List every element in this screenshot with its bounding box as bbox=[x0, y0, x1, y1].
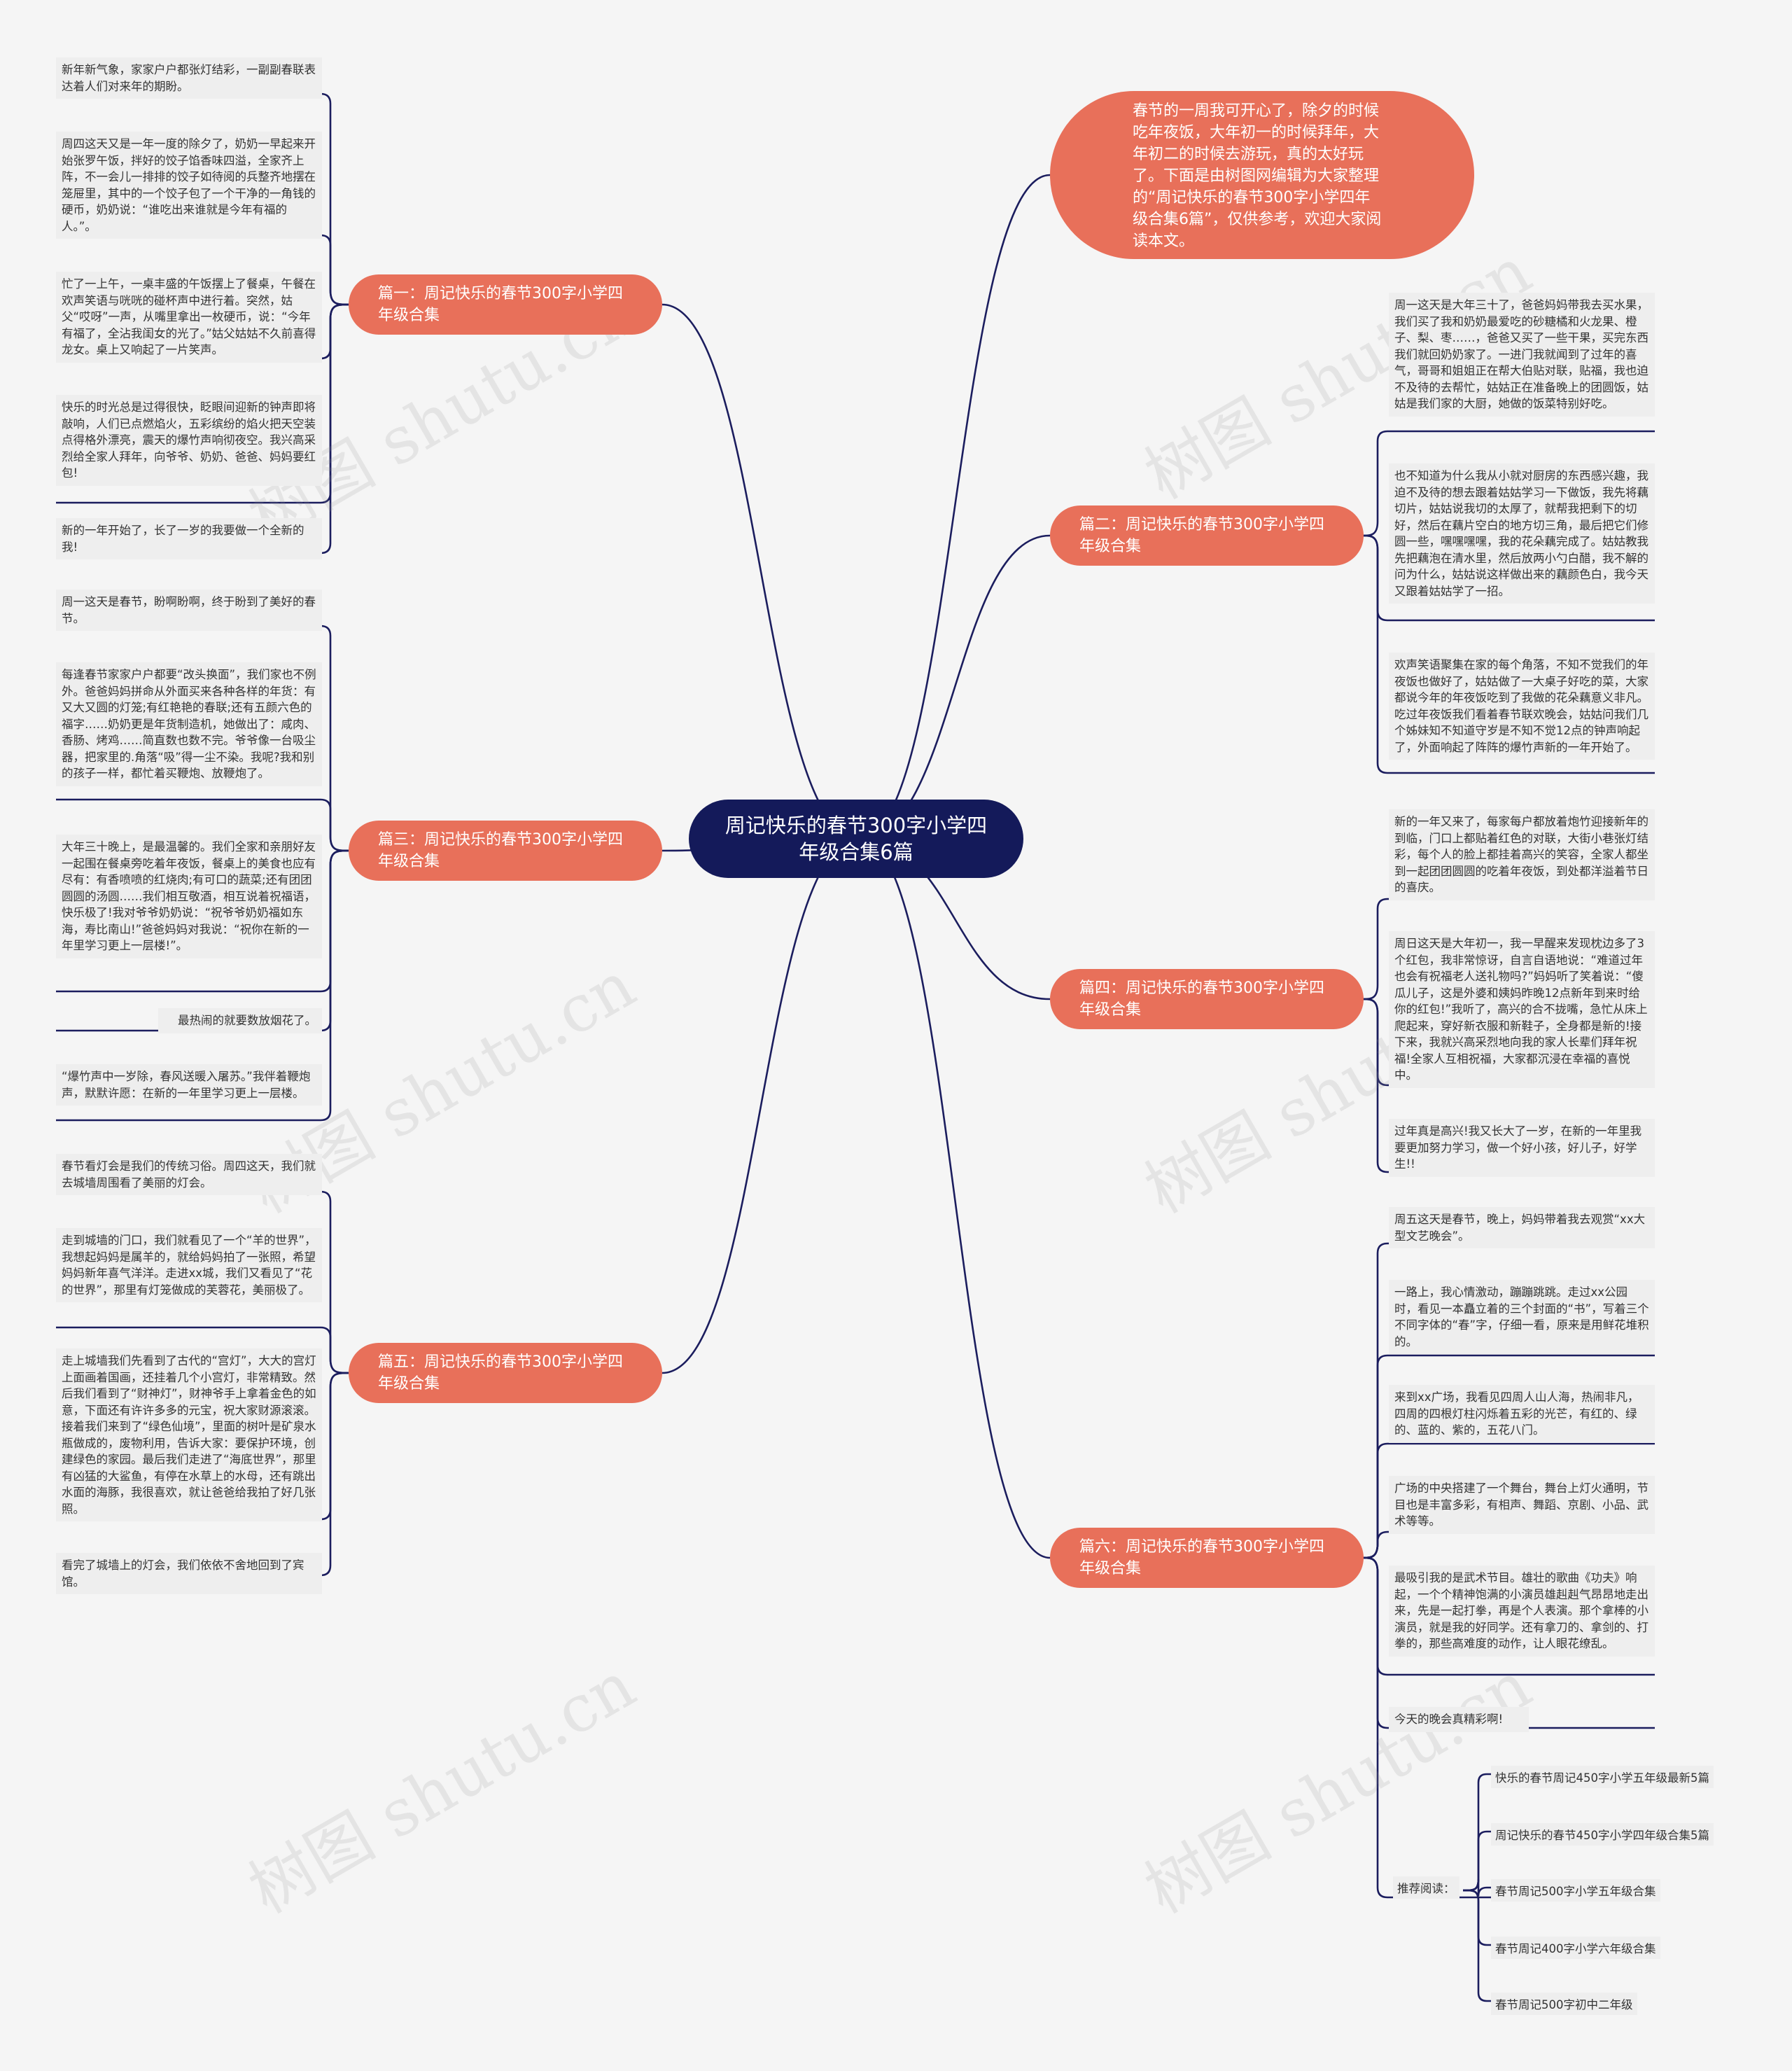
leaf-text: 新的一年开始了，长了一岁的我要做一个全新的我! bbox=[56, 518, 322, 559]
leaf-text: 欢声笑语聚集在家的每个角落，不知不觉我们的年夜饭也做好了，姑姑做了一大桌子好吃的… bbox=[1389, 653, 1655, 760]
connector-branch-leaf bbox=[56, 234, 349, 306]
connector-root-branch bbox=[662, 303, 860, 840]
connector-branch-leaf bbox=[1362, 1530, 1655, 1559]
connector-root-branch bbox=[662, 837, 860, 1374]
branch-6[interactable]: 篇六：周记快乐的春节300字小学四年级合集 bbox=[1050, 1528, 1364, 1588]
connector-branch-leaf bbox=[1362, 534, 1655, 774]
branch-label: 篇四：周记快乐的春节300字小学四年级合集 bbox=[1079, 979, 1324, 1019]
leaf-text: 过年真是高兴!我又长大了一岁，在新的一年里我要更加努力学习，做一个好小孩，好儿子… bbox=[1389, 1119, 1655, 1177]
leaf-text: 周一这天是春节，盼啊盼啊，终于盼到了美好的春节。 bbox=[56, 590, 322, 631]
leaf-text: 走上城墙我们先看到了古代的“宫灯”，大大的宫灯上面画着国画，还挂着几个小宫灯，非… bbox=[56, 1348, 322, 1521]
leaf-text: 也不知道为什么我从小就对厨房的东西感兴趣，我迫不及待的想去跟着姑姑学习一下做饭，… bbox=[1389, 463, 1655, 604]
leaf-text: 周一这天是大年三十了，爸爸妈妈带我去买水果，我们买了我和奶奶最爱吃的砂糖橘和火龙… bbox=[1389, 293, 1655, 417]
leaf-text: 来到xx广场，我看见四周人山人海，热闹非凡，四周的四根灯柱闪烁着五彩的光芒，有红… bbox=[1389, 1385, 1655, 1443]
connector-branch-leaf bbox=[56, 1372, 349, 1577]
root-title: 周记快乐的春节300字小学四年级合集6篇 bbox=[724, 814, 988, 864]
connector-root-branch bbox=[859, 837, 1051, 1559]
recommend-link[interactable]: 春节周记500字小学五年级合集 bbox=[1491, 1879, 1660, 1902]
connector-branch-leaf bbox=[1362, 430, 1655, 537]
connector-recommend-link bbox=[1462, 1889, 1491, 2002]
intro-node[interactable]: 春节的一周我可开心了，除夕的时候吃年夜饭，大年初一的时候拜年，大年初二的时候去游… bbox=[1050, 91, 1474, 259]
leaf-text: 一路上，我心情激动，蹦蹦跳跳。走过xx公园时，看见一本矗立着的三个封面的“书”，… bbox=[1389, 1280, 1655, 1354]
leaf-text: 新的一年又来了，每家每户都放着炮竹迎接新年的到临，门口上都贴着红色的对联，大街小… bbox=[1389, 809, 1655, 900]
recommend-label: 推荐阅读： bbox=[1393, 1876, 1460, 1899]
leaf-text: 最热闹的就要数放烟花了。 bbox=[158, 1008, 322, 1033]
leaf-text: 看完了城墙上的灯会，我们依依不舍地回到了宾馆。 bbox=[56, 1553, 322, 1594]
leaf-text: 周四这天又是一年一度的除夕了，奶奶一早起来开始张罗午饭，拌好的饺子馅香味四溢，全… bbox=[56, 132, 322, 239]
connector-branch-leaf bbox=[56, 849, 349, 1122]
leaf-text: “爆竹声中一岁除，春风送暖入屠苏。”我伴着鞭炮声，默默许愿：在新的一年里学习更上… bbox=[56, 1064, 322, 1106]
root-node[interactable]: 周记快乐的春节300字小学四年级合集6篇 bbox=[689, 800, 1023, 878]
connector-root-branch bbox=[859, 534, 1051, 840]
leaf-text: 快乐的时光总是过得很快，眨眼间迎新的钟声即将敲响，人们已点燃焰火，五彩缤纷的焰火… bbox=[56, 395, 322, 486]
leaf-text: 最吸引我的是武术节目。雄壮的歌曲《功夫》响起，一个个精神饱满的小演员雄赳赳气昂昂… bbox=[1389, 1566, 1655, 1657]
connector-branch-leaf bbox=[56, 798, 349, 852]
connector-branch-leaf bbox=[1362, 998, 1655, 1173]
recommend-link[interactable]: 周记快乐的春节450字小学四年级合集5篇 bbox=[1491, 1823, 1714, 1846]
recommend-link[interactable]: 春节周记400字小学六年级合集 bbox=[1491, 1937, 1660, 1959]
recommend-link[interactable]: 快乐的春节周记450字小学五年级最新5篇 bbox=[1491, 1766, 1714, 1788]
recommend-link[interactable]: 春节周记500字初中二年级 bbox=[1491, 1993, 1637, 2015]
connector-branch-leaf bbox=[56, 303, 349, 555]
connector-root-intro bbox=[859, 174, 1051, 840]
leaf-text: 每逢春节家家户户都要“改头换面”，我们家也不例外。爸爸妈妈拼命从外面买来各种各样… bbox=[56, 662, 322, 786]
leaf-text: 走到城墙的门口，我们就看见了一个“羊的世界”，我想起妈妈是属羊的，就给妈妈拍了一… bbox=[56, 1228, 322, 1302]
connector-branch-leaf bbox=[1362, 898, 1655, 1000]
branch-5[interactable]: 篇五：周记快乐的春节300字小学四年级合集 bbox=[349, 1343, 662, 1403]
leaf-text: 周日这天是大年初一，我一早醒来发现枕边多了3个红包，我非常惊讶，自言自语地说：“… bbox=[1389, 931, 1655, 1088]
branch-1[interactable]: 篇一：周记快乐的春节300字小学四年级合集 bbox=[349, 274, 662, 335]
leaf-text: 广场的中央搭建了一个舞台，舞台上灯火通明，节目也是丰富多彩，有相声、舞蹈、京剧、… bbox=[1389, 1476, 1655, 1534]
leaf-text: 春节看灯会是我们的传统习俗。周四这天，我们就去城墙周围看了美丽的灯会。 bbox=[56, 1154, 322, 1195]
intro-text: 春节的一周我可开心了，除夕的时候吃年夜饭，大年初一的时候拜年，大年初二的时候去游… bbox=[1133, 102, 1382, 250]
leaf-text: 今天的晚会真精彩啊! bbox=[1389, 1707, 1529, 1732]
branch-label: 篇五：周记快乐的春节300字小学四年级合集 bbox=[378, 1353, 623, 1393]
leaf-text: 周五这天是春节，晚上，妈妈带着我去观赏“xx大型文艺晚会”。 bbox=[1389, 1207, 1655, 1248]
branch-label: 篇一：周记快乐的春节300字小学四年级合集 bbox=[378, 285, 623, 324]
leaf-text: 新年新气象，家家户户都张灯结彩，一副副春联表达着人们对来年的期盼。 bbox=[56, 57, 322, 99]
connector-branch-leaf bbox=[56, 1326, 349, 1374]
branch-label: 篇三：周记快乐的春节300字小学四年级合集 bbox=[378, 831, 623, 870]
branch-label: 篇二：周记快乐的春节300字小学四年级合集 bbox=[1079, 516, 1324, 555]
leaf-text: 大年三十晚上，是最温馨的。我们全家和亲朋好友一起围在餐桌旁吃着年夜饭，餐桌上的美… bbox=[56, 835, 322, 958]
leaf-text: 忙了一上午，一桌丰盛的午饭摆上了餐桌，午餐在欢声笑语与咣咣的碰杯声中进行着。突然… bbox=[56, 272, 322, 363]
branch-2[interactable]: 篇二：周记快乐的春节300字小学四年级合集 bbox=[1050, 505, 1364, 566]
connector-branch-leaf bbox=[1362, 1556, 1655, 1899]
connector-recommend-link bbox=[1462, 1889, 1491, 1946]
branch-label: 篇六：周记快乐的春节300字小学四年级合集 bbox=[1079, 1538, 1324, 1577]
branch-3[interactable]: 篇三：周记快乐的春节300字小学四年级合集 bbox=[349, 821, 662, 881]
branch-4[interactable]: 篇四：周记快乐的春节300字小学四年级合集 bbox=[1050, 969, 1364, 1029]
connector-recommend-link bbox=[1462, 1830, 1491, 1892]
